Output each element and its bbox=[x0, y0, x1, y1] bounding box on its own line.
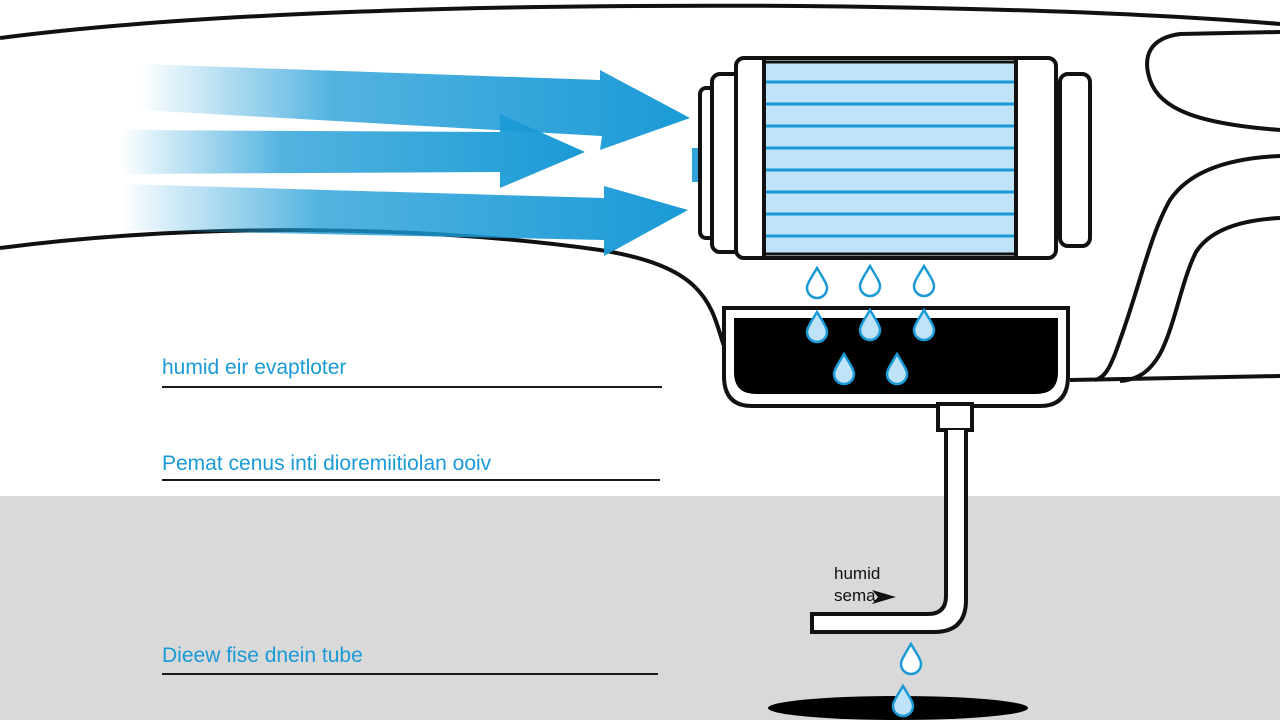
airflow-arrows bbox=[120, 64, 762, 256]
arrow-right-icon bbox=[120, 114, 585, 188]
water-drop-icon bbox=[912, 263, 936, 298]
duct-bottom-outline bbox=[0, 228, 781, 378]
drain-tube-label: Dieew fise dnein tube bbox=[162, 644, 363, 667]
drain-tube-pipe bbox=[810, 430, 968, 634]
water-drop-icon bbox=[805, 265, 829, 300]
water-drop-icon bbox=[891, 683, 915, 718]
drain-line-right bbox=[1094, 154, 1280, 382]
droplets bbox=[805, 263, 936, 718]
drain-tube-label-rule bbox=[162, 673, 658, 675]
evaporator-label: humid eir evaptloter bbox=[162, 356, 347, 379]
condensation-label-rule bbox=[162, 479, 660, 481]
evaporator-label-rule bbox=[162, 386, 662, 388]
water-drop-icon bbox=[858, 263, 882, 298]
coil-fins bbox=[762, 60, 1018, 256]
condensation-label: Pemat cenus inti dioremiitiolan ooiv bbox=[162, 452, 492, 475]
water-drop-icon bbox=[805, 309, 829, 344]
arrow-right-icon bbox=[120, 184, 688, 256]
drain-tube bbox=[810, 402, 974, 634]
water-drop-icon bbox=[912, 307, 936, 342]
arrow-right-icon bbox=[872, 590, 896, 604]
evaporator-unit bbox=[698, 56, 1092, 260]
drain-line-right-inner bbox=[1119, 216, 1280, 383]
duct-top-outline bbox=[0, 3, 1280, 40]
water-drop-icon bbox=[899, 641, 923, 676]
water-drop-icon bbox=[885, 351, 909, 386]
housing-bottom-line bbox=[1069, 374, 1280, 382]
tube-callout-line1: humid bbox=[834, 564, 881, 583]
tube-callout-line2: sema bbox=[834, 586, 876, 605]
water-drop-icon bbox=[858, 307, 882, 342]
floor-area bbox=[0, 496, 1280, 720]
water-drop-icon bbox=[832, 351, 856, 386]
arrow-right-icon bbox=[140, 64, 690, 150]
drain-tube-fitting bbox=[936, 402, 974, 432]
housing-right-outline bbox=[1145, 30, 1280, 132]
coil-cap-right bbox=[1058, 72, 1092, 248]
coil-fin-lines bbox=[766, 80, 1014, 238]
